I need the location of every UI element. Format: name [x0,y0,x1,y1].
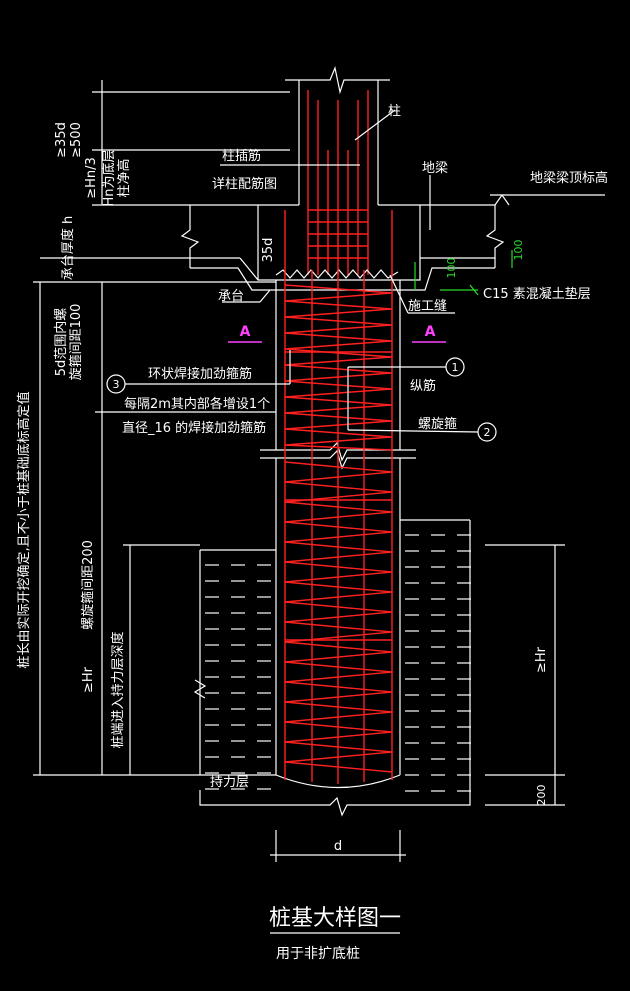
label-every-2m-line1: 每隔2m其内部各增设1个 [124,396,270,412]
label-longitudinal-bars: 纵筋 [410,378,436,394]
dim-hn3: ≥Hn/3 [84,157,99,199]
dim-spiral-spacing: 螺旋箍间距200 [80,540,96,630]
section-mark-a-right: A [425,324,436,340]
dim-100: 100 [445,258,458,279]
soil-layers [193,519,471,817]
callout-circles [106,350,497,442]
dim-35d-500: ≥35d≥500 [54,122,84,158]
soil-hatch [205,534,471,792]
label-every-2m-line2: 直径_16 的焊接加劲箍筋 [122,420,266,436]
construction-joint [275,269,399,279]
spiral-hoop [284,284,393,451]
left-dimension-lines [33,80,290,776]
dim-hr-right: ≥Hr [534,646,549,673]
dim-hn-note: Hn为底层柱净高 [101,149,132,206]
spiral-hoop-lower [284,461,393,773]
leader-lines [220,109,605,314]
green-dims [414,250,513,296]
section-mark-a-left: A [240,324,251,340]
title-main: 桩基大样图一 [269,906,401,931]
label-ground-beam: 地梁 [422,161,448,176]
label-construction-joint: 施工缝 [408,299,447,314]
label-bearing-layer: 持力层 [210,775,249,790]
dim-d: d [334,839,342,854]
dim-pile-into-bearing: 桩端进入持力层深度 [110,631,126,748]
bottom-dimension [270,830,406,862]
dim-35d: 35d [261,238,276,263]
callout-1-number: 1 [452,361,459,374]
dim-hr-left: ≥Hr [81,666,96,693]
label-ground-beam-top: 地梁梁顶标高 [530,170,608,186]
ring-stiffeners [285,351,392,641]
label-column-dowel: 柱插筋 [222,148,261,164]
label-c15-cushion: C15 素混凝土垫层 [483,286,591,302]
dim-pile-length-note: 桩长由实际开挖确定,且不小于桩基础底标高定值 [16,391,32,668]
dim-200: 200 [535,785,548,806]
label-ring-stiffener: 环状焊接加劲箍筋 [148,366,252,382]
label-pile: 柱 [388,104,401,119]
column-dowel-bars [284,90,393,275]
column-outline [285,65,390,205]
pile-outline [260,280,416,789]
callout-2-number: 2 [484,426,491,439]
label-cap: 承台 [218,289,244,304]
title-sub: 用于非扩底桩 [276,945,360,962]
right-dimension-lines [485,544,565,806]
dim-cap-thickness: 承台厚度 h [60,216,76,280]
label-spiral-hoop: 螺旋箍 [418,416,457,432]
dim-100-right: 100 [512,240,525,261]
callout-3-number: 3 [113,378,120,391]
dim-dense-zone: 5d范围内螺旋箍间距100 [53,304,84,381]
label-see-column-detail: 详柱配筋图 [212,176,277,192]
